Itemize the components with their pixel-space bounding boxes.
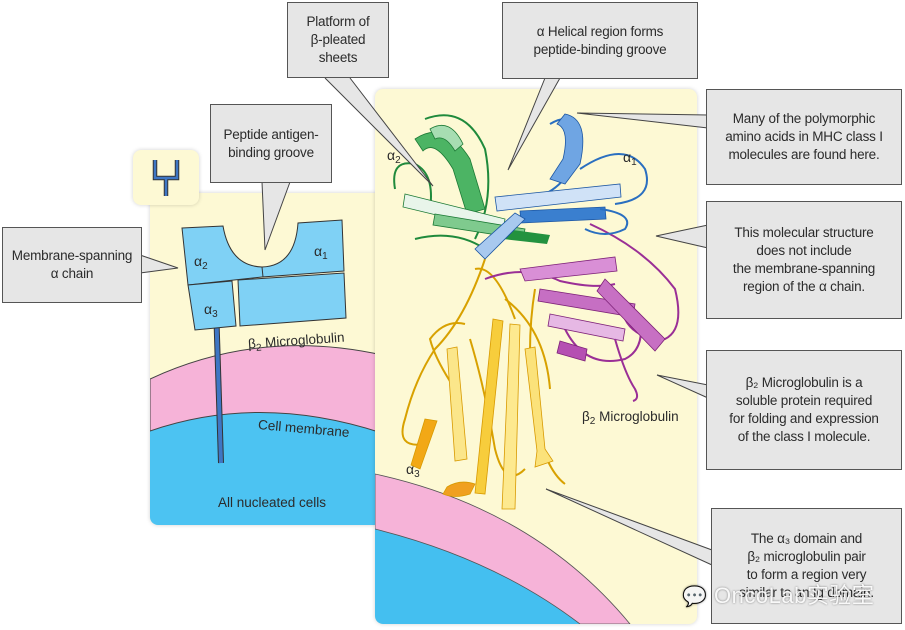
structure-svg	[375, 113, 680, 624]
schematic-membrane-svg	[150, 219, 382, 525]
b2m-domain	[237, 272, 347, 327]
callout-peptide-groove: Peptide antigen-binding groove	[210, 104, 332, 183]
b2m-ribbon	[484, 223, 680, 402]
alpha2-ribbon	[393, 114, 550, 250]
cell-membrane-band	[150, 345, 382, 434]
mhc-class-i-fork-icon	[152, 160, 180, 196]
schematic-alpha1-label: α1	[314, 243, 328, 262]
structure-alpha2-label: α2	[387, 147, 401, 166]
structure-alpha1-label: α1	[623, 149, 637, 168]
watermark-text: OncoLab实验室	[714, 583, 875, 608]
structure-panel: α2 α1 α3 β2 Microglobulin	[375, 89, 697, 624]
schematic-panel: α2 α1 α3 β2 Microglobulin Cell membrane …	[150, 193, 382, 525]
alpha3-domain	[187, 280, 237, 331]
schematic-alpha2-label: α2	[194, 253, 208, 272]
mhc-icon-tile	[133, 150, 199, 205]
structure-alpha3-label: α3	[406, 461, 420, 480]
cytoplasm-region	[150, 412, 382, 525]
structure-membrane	[375, 473, 631, 624]
alpha1-ribbon	[474, 113, 648, 260]
alpha3-sheets	[410, 318, 554, 510]
wechat-icon: 💬	[682, 586, 708, 608]
structure-b2m-label: β2 Microglobulin	[582, 409, 679, 427]
alpha1-alpha2-domain	[181, 219, 345, 286]
watermark: 💬 OncoLab实验室	[682, 578, 874, 610]
schematic-alpha3-label: α3	[204, 301, 218, 320]
nucleated-cells-label: All nucleated cells	[218, 495, 327, 510]
structure-cytoplasm	[375, 529, 580, 624]
